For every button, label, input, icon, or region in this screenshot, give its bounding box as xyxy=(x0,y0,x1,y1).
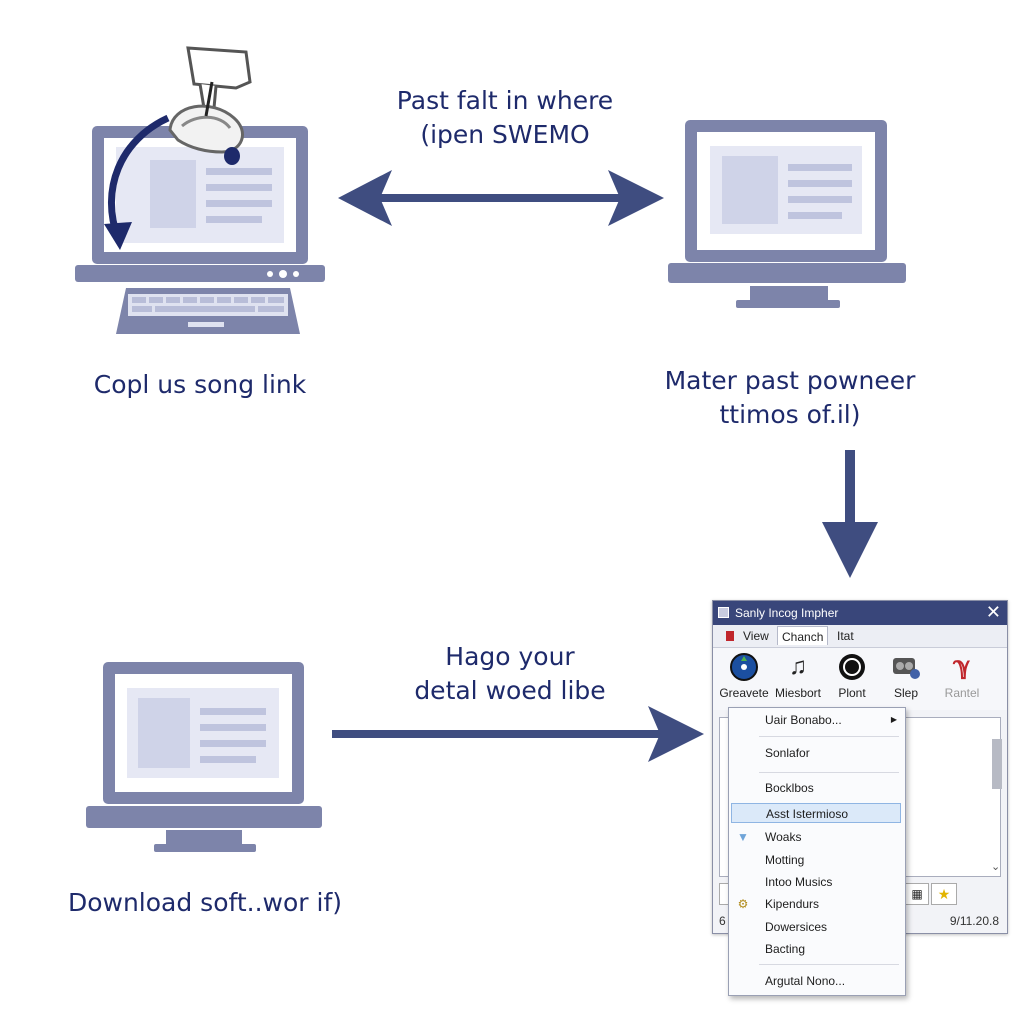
tool-slep[interactable]: Slep xyxy=(875,652,937,700)
ctx-item-uair-bonabo[interactable]: Uair Bonabo... ▶ xyxy=(729,710,905,730)
menu-itat[interactable]: Itat xyxy=(837,629,854,643)
separator xyxy=(759,736,899,737)
status-left: 6 xyxy=(719,914,726,928)
ctx-item-asst-istermioso[interactable]: Asst Istermioso xyxy=(731,803,901,823)
top-left-laptop xyxy=(75,126,325,334)
menu-chanch[interactable]: Chanch xyxy=(777,626,829,645)
bottom-controls: ▦ ★ xyxy=(719,881,999,907)
menu-view[interactable]: View xyxy=(743,629,769,643)
red-flag-icon xyxy=(726,631,734,641)
ctx-item-argutal-nono[interactable]: Argutal Nono... xyxy=(765,974,846,988)
triangle-down-icon: ▼ xyxy=(737,830,749,844)
scroll-down-icon[interactable]: ⌄ xyxy=(991,861,1001,873)
bottom-left-monitor xyxy=(86,662,322,852)
red-v-icon: ℽ xyxy=(953,653,971,680)
window-title: Sanly Incog Impher xyxy=(735,606,839,620)
title-bar: Sanly Incog Impher ✕ xyxy=(713,601,1007,625)
tool-plont[interactable]: Plont xyxy=(821,652,883,700)
ctx-item-sonlafor[interactable]: Sonlafor xyxy=(765,746,810,760)
record-icon xyxy=(821,652,883,682)
tool-rantel[interactable]: ℽ Rantel xyxy=(931,652,993,700)
separator xyxy=(759,964,899,965)
tool-miesbort[interactable]: ♫ Miesbort xyxy=(767,652,829,700)
music-note-icon: ♫ xyxy=(789,653,807,680)
toolbar: Greavete ♫ Miesbort Plont Slep ℽ Rantel xyxy=(713,648,1007,710)
ctx-item-bacting[interactable]: Bacting xyxy=(765,942,806,956)
disc-icon xyxy=(713,652,775,682)
down-arrow-icon xyxy=(822,450,878,578)
ctx-item-bocklbos[interactable]: Bocklbos xyxy=(765,781,814,795)
speaker-icon xyxy=(875,652,937,682)
bottom-left-caption: Download soft..wor if) xyxy=(67,888,343,917)
clip-tool-icon xyxy=(168,46,252,165)
submenu-arrow-icon: ▶ xyxy=(890,715,897,724)
status-right: 9/11.20.8 xyxy=(949,914,999,928)
ctx-item-intoo-musics[interactable]: Intoo Musics xyxy=(765,875,833,889)
bottom-center-caption: Hago your detal woed libe xyxy=(414,642,606,705)
separator xyxy=(759,772,899,773)
double-arrow-icon xyxy=(338,170,664,226)
ctx-item-dowersices[interactable]: Dowersices xyxy=(765,920,828,934)
scrollbar-thumb[interactable] xyxy=(992,739,1002,789)
curved-arrow-icon xyxy=(104,114,170,250)
star-icon[interactable]: ★ xyxy=(931,883,957,905)
top-right-monitor xyxy=(668,120,906,308)
menu-bar: View Chanch Itat xyxy=(713,625,1007,648)
gear-icon: ⚙ xyxy=(737,897,749,911)
app-icon xyxy=(718,607,729,618)
close-icon[interactable]: ✕ xyxy=(985,602,1001,622)
tool-greavete[interactable]: Greavete xyxy=(713,652,775,700)
scrollbar[interactable]: ⌄ xyxy=(989,721,1003,873)
right-caption: Mater past powneer ttimos of.il) xyxy=(664,366,916,429)
ctx-item-kipendurs[interactable]: ⚙ Kipendurs xyxy=(729,894,905,914)
right-arrow-icon xyxy=(332,706,704,762)
ctx-item-motting[interactable]: Motting xyxy=(765,853,805,867)
top-center-caption: Past falt in where (ipen SWEMO xyxy=(396,86,614,149)
grid-icon[interactable]: ▦ xyxy=(905,883,929,905)
top-left-caption: Copl us song link xyxy=(93,370,307,399)
context-menu: Uair Bonabo... ▶ Sonlafor Bocklbos Asst … xyxy=(728,707,906,996)
ctx-item-woaks[interactable]: ▼ Woaks xyxy=(729,827,905,847)
